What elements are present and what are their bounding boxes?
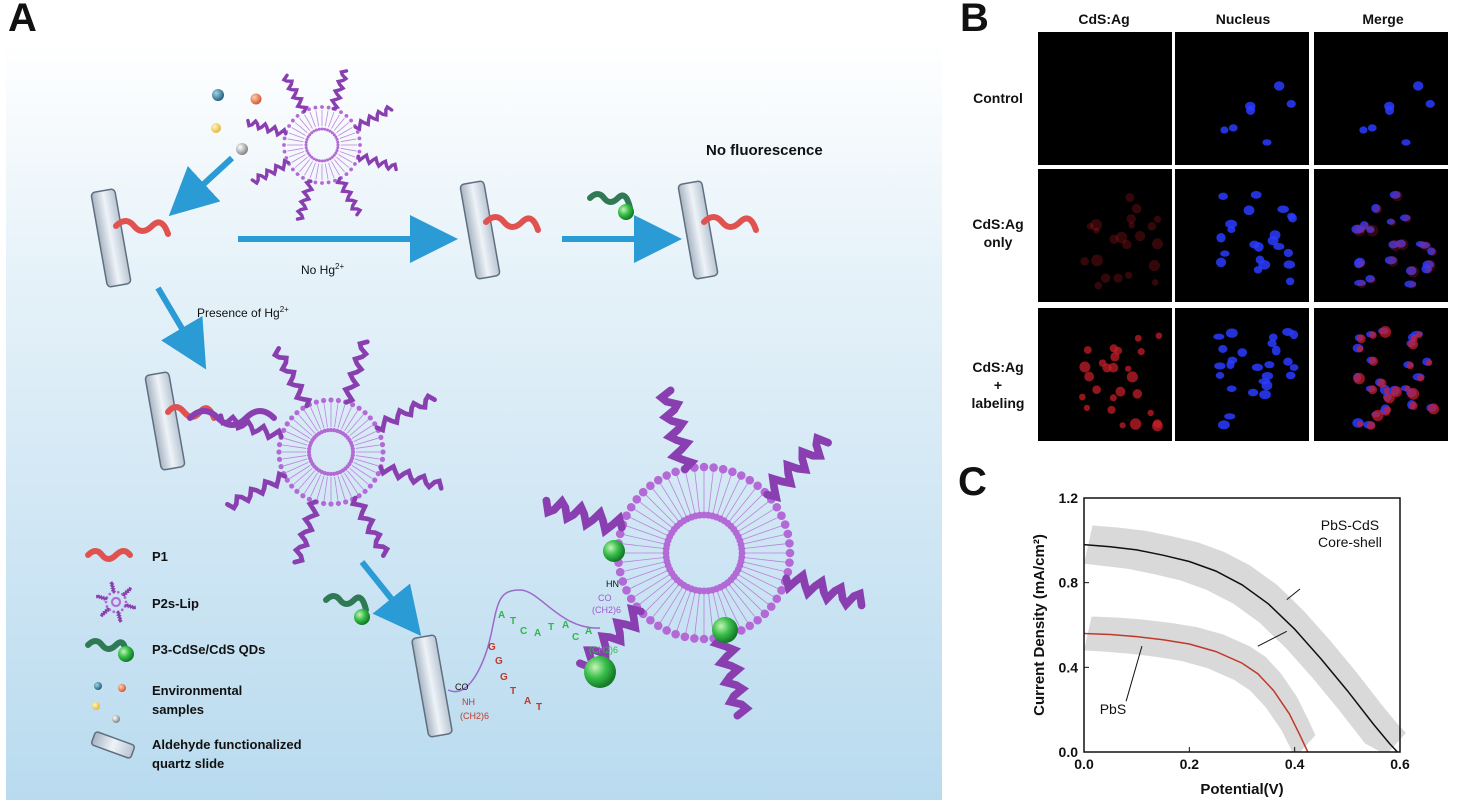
callout-line-core-shell: [1286, 588, 1301, 600]
legend-env-label-2: samples: [152, 702, 205, 717]
p2s-liposome-middle: [218, 339, 444, 565]
no-hg-label: No Hg2+: [301, 262, 345, 277]
microscopy-image: [1038, 32, 1172, 165]
microscopy-image: [1314, 32, 1448, 165]
y-tick-label: 0.0: [1059, 744, 1079, 760]
chem-ch2b-label: (CH2)6: [592, 605, 622, 615]
p1-strand-1: [113, 218, 171, 237]
svg-text:C: C: [572, 632, 579, 643]
svg-text:G: G: [500, 672, 508, 683]
callout-line-pbs: [1125, 646, 1143, 702]
no-fluorescence-label: No fluorescence: [706, 142, 823, 159]
legend-p3-label: P3-CdSe/CdS QDs: [152, 642, 266, 657]
p2s-liposome-large: [542, 386, 866, 720]
x-tick-label: 0.0: [1074, 756, 1094, 772]
microscopy-image: [1038, 169, 1172, 302]
arrow-presence-hg: [155, 286, 207, 370]
series-line-1: [1083, 632, 1309, 753]
plot-frame: [1083, 497, 1401, 753]
y-tick-label: 1.2: [1059, 490, 1079, 506]
arrow-to-final: [359, 560, 422, 637]
series-band-1: [1084, 616, 1316, 752]
legend-p3-icon: [85, 638, 134, 662]
series-label-core-shell: Core-shell: [1318, 534, 1382, 550]
qd-particle: [603, 540, 625, 562]
microscopy-image: [1314, 308, 1448, 441]
column-header-nucleus: Nucleus: [1215, 11, 1271, 27]
legend-slide-label-1: Aldehyde functionalized: [152, 737, 302, 752]
p1-strand-2: [483, 214, 541, 233]
p3-qd-probe-middle: [587, 191, 634, 220]
svg-text:G: G: [488, 642, 496, 653]
legend-p1-label: P1: [152, 549, 168, 564]
qd-particle: [712, 617, 738, 643]
quartz-slide-4: [144, 371, 186, 471]
environmental-samples-icon: [211, 89, 262, 155]
p1-strand-3: [701, 214, 759, 233]
svg-text:T: T: [510, 686, 516, 697]
p2s-liposome-top: [246, 69, 398, 221]
quartz-slide-2: [459, 180, 501, 280]
y-tick-label: 0.8: [1059, 575, 1079, 591]
series-line-0: [1083, 543, 1398, 753]
svg-text:C: C: [520, 626, 527, 637]
quartz-slide-3: [677, 180, 719, 280]
svg-text:A: A: [562, 620, 569, 631]
microscopy-image: [1175, 169, 1309, 302]
svg-text:T: T: [536, 702, 542, 713]
ssdna-link-middle: [187, 408, 277, 428]
panel-c-letter: C: [958, 460, 987, 504]
column-header-cdsag: CdS:Ag: [1078, 11, 1130, 27]
microscopy-image: [1175, 308, 1309, 441]
row-header-cdsag-labeling: CdS:Ag+labeling: [971, 359, 1025, 411]
series-label-pbs: PbS: [1100, 701, 1126, 717]
svg-text:A: A: [534, 628, 541, 639]
row-header-control: Control: [973, 90, 1023, 106]
y-tick-label: 0.4: [1059, 659, 1079, 675]
legend-env-label-1: Environmental: [152, 683, 243, 698]
legend-slide-label-2: quartz slide: [152, 756, 225, 771]
x-tick-label: 0.4: [1285, 756, 1305, 772]
x-axis-label: Potential(V): [1200, 781, 1283, 798]
column-header-merge: Merge: [1362, 11, 1404, 27]
microscopy-image: [1038, 308, 1172, 441]
microscopy-image: [1314, 169, 1448, 302]
series-label-core-shell: PbS-CdS: [1321, 517, 1379, 533]
chem-ch2-label: (CH2)6: [460, 711, 490, 721]
svg-text:A: A: [498, 610, 505, 621]
svg-text:G: G: [495, 656, 503, 667]
chem-co2-label: CO: [598, 593, 612, 603]
arrow-to-slide: [168, 155, 235, 217]
svg-text:T: T: [510, 616, 516, 627]
x-tick-label: 0.2: [1180, 756, 1200, 772]
legend-p2s-lip-label: P2s-Lip: [152, 596, 199, 611]
svg-text:T: T: [548, 622, 554, 633]
chem-co-label: CO: [455, 682, 469, 692]
legend-p2s-lip-icon: [96, 581, 136, 623]
legend-p1-icon: [85, 548, 133, 562]
legend-slide-icon: [90, 731, 136, 759]
p3-qd-probe-bottom: [323, 593, 370, 625]
panel-a-letter: A: [8, 0, 37, 40]
callout-line: [1257, 630, 1287, 647]
quartz-slide-5: [411, 634, 453, 738]
chem-hn-label: HN: [606, 579, 619, 589]
x-tick-label: 0.6: [1390, 756, 1410, 772]
svg-text:A: A: [524, 696, 531, 707]
quartz-slide-1: [90, 188, 132, 288]
y-axis-label: Current Density (mA/cm²): [1031, 534, 1048, 716]
qd-particle: [584, 656, 616, 688]
chem-ch2c-label: (CH2)6: [589, 645, 619, 655]
svg-text:A: A: [585, 626, 592, 637]
panel-b-letter: B: [960, 0, 989, 40]
chem-nh-label: NH: [462, 697, 475, 707]
legend-environmental-icon: [92, 682, 126, 723]
microscopy-image: [1175, 32, 1309, 165]
presence-hg-label: Presence of Hg2+: [197, 305, 289, 320]
